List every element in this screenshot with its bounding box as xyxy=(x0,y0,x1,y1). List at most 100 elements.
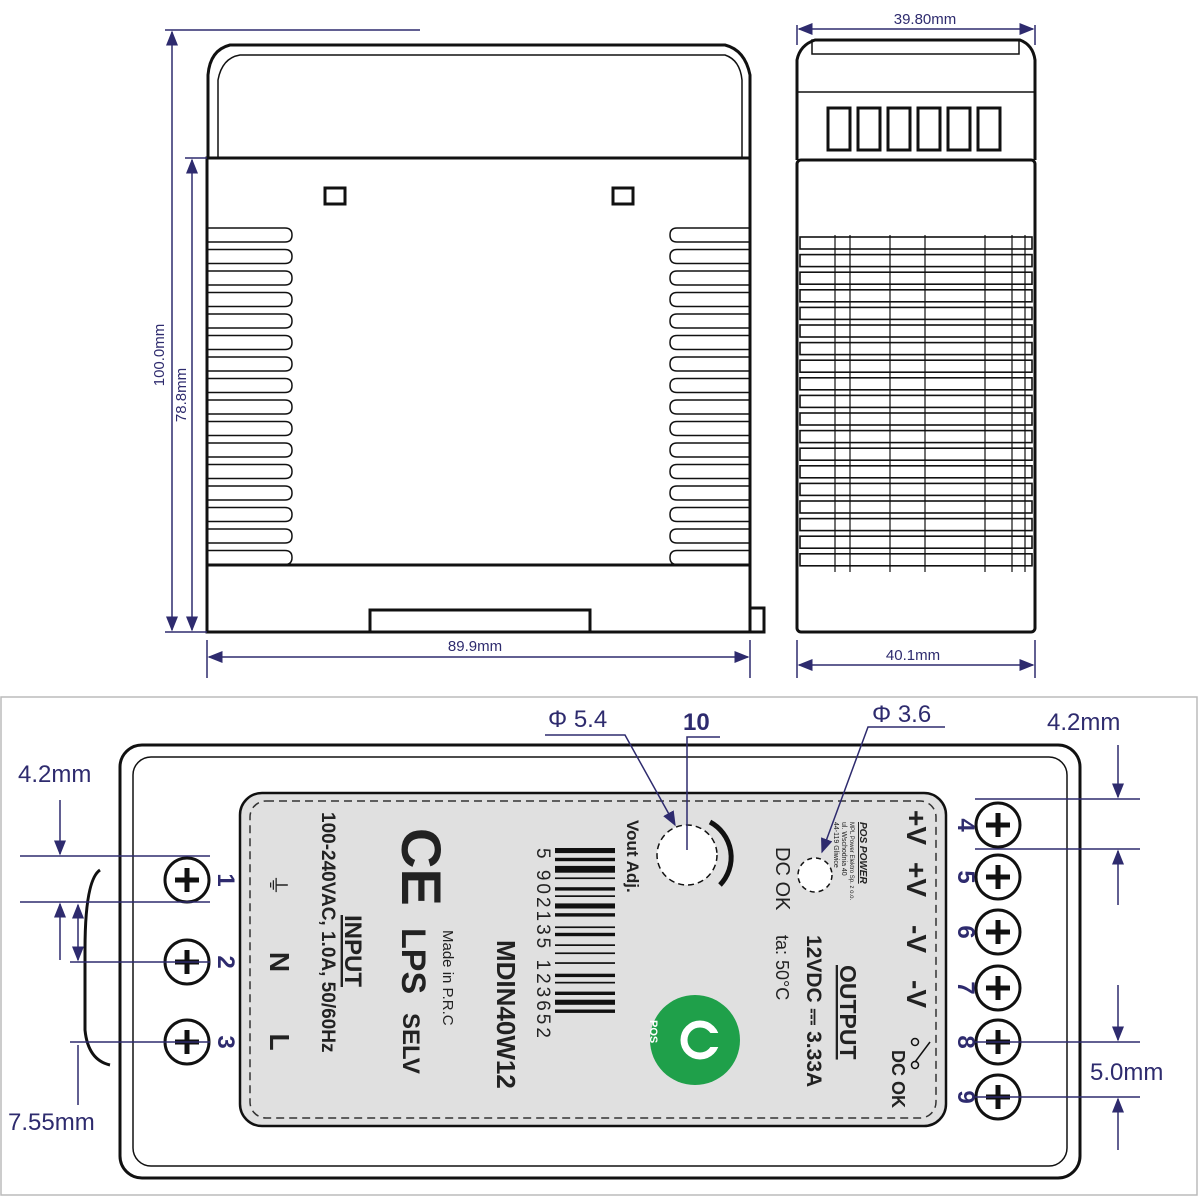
fin xyxy=(669,506,750,523)
lps-mark: LPS xyxy=(394,928,432,994)
fin xyxy=(669,248,750,265)
vout-adj-potentiometer[interactable] xyxy=(656,819,734,887)
terminal-window xyxy=(856,106,882,152)
grille-slot xyxy=(799,324,1033,338)
terminal-number: 1 xyxy=(212,873,239,886)
barcode-bar xyxy=(555,903,615,909)
dcok-relay-label: DC OK xyxy=(888,1050,908,1108)
fin xyxy=(207,313,293,329)
vent-grille xyxy=(799,235,1033,572)
grille-slot xyxy=(799,482,1033,497)
pin-label-4: -V xyxy=(901,980,932,1008)
barcode-bar xyxy=(555,944,615,946)
grille-slot xyxy=(799,341,1033,356)
barcode-bar xyxy=(555,865,615,873)
barcode-bar xyxy=(555,887,615,891)
maker-line2: ul. Wschodnia 40 xyxy=(840,822,847,876)
barcode-bar xyxy=(555,926,615,929)
fin xyxy=(207,528,293,544)
grille-slot xyxy=(799,464,1033,479)
fin xyxy=(669,334,750,351)
grille-slot xyxy=(799,271,1033,286)
fin xyxy=(669,270,750,286)
barcode-bar xyxy=(555,895,615,897)
side-view: 39.80mm 40.1mm xyxy=(795,11,1037,678)
barcode-bar xyxy=(555,952,615,955)
grille-slot xyxy=(799,447,1033,462)
fin xyxy=(207,420,293,437)
left-pitch-dim: 4.2mm xyxy=(18,761,91,788)
grille-slot xyxy=(799,288,1033,303)
fin xyxy=(207,248,293,265)
terminal-number: 2 xyxy=(212,955,239,968)
fin xyxy=(207,399,293,415)
earth-symbol: ⏚ xyxy=(265,874,290,896)
selv-mark: SELV xyxy=(397,1013,424,1074)
pin-label-2: +V xyxy=(901,862,932,897)
terminal-number: 4 xyxy=(952,818,979,832)
barcode-bar xyxy=(555,877,615,880)
barcode-bar xyxy=(555,981,615,984)
output-terminal-6[interactable]: 6 xyxy=(952,908,1022,956)
right-fins xyxy=(669,227,750,566)
barcode-bar xyxy=(555,857,615,862)
output-terminal-5[interactable]: 5 xyxy=(952,853,1022,901)
grille-slot xyxy=(799,500,1033,514)
maker-line1: MPL Power Elektro Sp. z o.o. xyxy=(848,822,854,900)
pot-diameter-dim: Φ 5.4 xyxy=(548,706,607,733)
front-view: 100.0mm 78.8mm 89.9mm xyxy=(151,29,766,678)
grille-slot xyxy=(799,359,1033,374)
barcode-bar xyxy=(555,848,615,854)
barcode-bar xyxy=(555,913,615,917)
barcode xyxy=(555,848,615,1013)
ambient-temp: ta: 50°C xyxy=(772,935,792,1000)
made-in: Made in P.R.C xyxy=(439,930,456,1026)
terminal-windows xyxy=(797,91,1035,152)
fin xyxy=(207,463,293,480)
output-terminal-4[interactable]: 4 xyxy=(952,801,1022,849)
grille-slot xyxy=(799,535,1033,550)
fin xyxy=(669,399,750,415)
barcode-bar xyxy=(555,1009,615,1013)
fin xyxy=(207,442,293,458)
svg-text:POS: POS xyxy=(647,1020,659,1043)
height-body-dim: 78.8mm xyxy=(173,368,190,422)
maker-name: POS POWER xyxy=(857,822,868,884)
terminal-number: 8 xyxy=(952,1035,979,1048)
width-dim: 89.9mm xyxy=(448,638,502,655)
fin xyxy=(669,549,750,566)
fin xyxy=(669,227,750,243)
grille-slot xyxy=(799,376,1033,391)
fin xyxy=(207,377,293,394)
fin xyxy=(669,420,750,437)
pin-label-1: +V xyxy=(901,810,932,845)
led-diameter-dim: Φ 3.6 xyxy=(872,701,931,728)
fin xyxy=(669,442,750,458)
dcok-led xyxy=(797,857,833,893)
terminal-window xyxy=(826,106,852,152)
terminal-number: 3 xyxy=(212,1035,239,1048)
grille-slot xyxy=(799,306,1033,321)
height-total-dim: 100.0mm xyxy=(151,324,168,387)
input-rating: 100-240VAC, 1.0A, 50/60Hz xyxy=(317,812,338,1052)
pin-label-3: -V xyxy=(901,925,932,953)
terminal-window xyxy=(976,106,1002,152)
fin xyxy=(207,270,293,286)
fin xyxy=(207,549,293,566)
fin xyxy=(669,528,750,544)
grille-slot xyxy=(799,517,1033,532)
side-bottom-dim: 40.1mm xyxy=(886,647,940,664)
callout-10: 10 xyxy=(683,709,710,736)
terminal-number: 9 xyxy=(952,1090,979,1103)
terminal-number: 5 xyxy=(952,870,979,883)
input-terminal-1[interactable]: 1 xyxy=(163,856,239,904)
barcode-bar xyxy=(555,932,615,937)
grille-slot xyxy=(799,552,1033,567)
fin xyxy=(207,227,293,243)
fin xyxy=(669,463,750,480)
output-terminal-7[interactable]: 7 xyxy=(952,964,1022,1012)
side-top-dim: 39.80mm xyxy=(894,11,957,28)
relay-symbol-icon xyxy=(910,1037,931,1070)
